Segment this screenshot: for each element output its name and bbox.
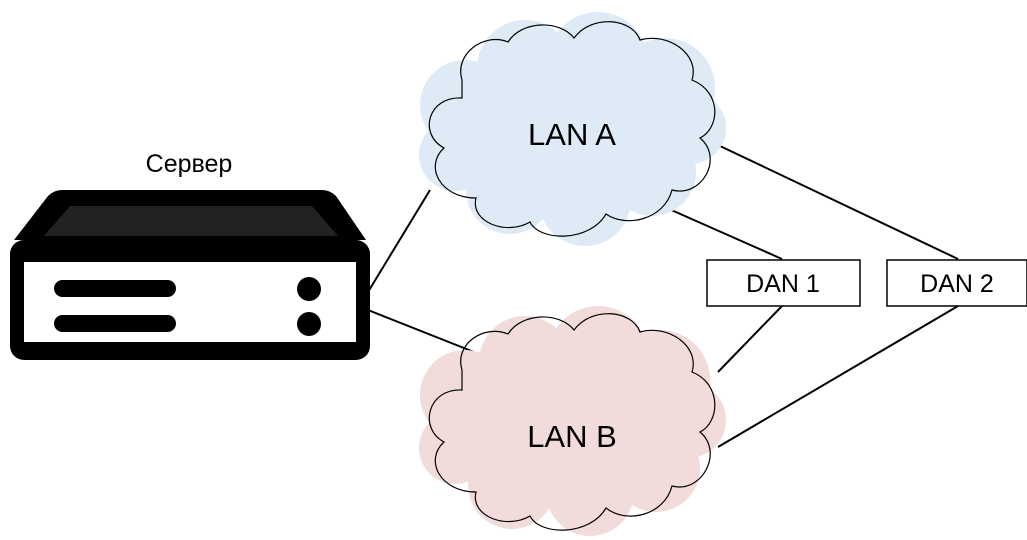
dan-2-node: DAN 2 <box>886 259 1027 307</box>
dan-2-label: DAN 2 <box>920 270 994 298</box>
lan-a-cloud: LAN A <box>419 12 726 246</box>
link-dan-2-lan-b <box>717 305 959 448</box>
server-drive-slot-1 <box>54 280 176 297</box>
lan-a-label: LAN A <box>528 117 616 152</box>
server-led-1 <box>297 277 321 301</box>
lan-b-cloud: LAN B <box>419 306 726 536</box>
link-server-lan-a <box>367 189 431 293</box>
link-lan-a-dan-1 <box>659 204 783 260</box>
link-lan-a-dan-2 <box>719 145 959 260</box>
link-dan-1-lan-b <box>717 305 783 373</box>
server-icon <box>10 190 370 360</box>
server-label: Сервер <box>146 150 233 178</box>
server-led-2 <box>297 312 321 336</box>
lan-b-label: LAN B <box>527 419 617 454</box>
lan-b-cloud-shape <box>419 306 726 536</box>
dan-1-label: DAN 1 <box>746 270 820 298</box>
dan-1-node: DAN 1 <box>706 259 861 307</box>
server-drive-slot-2 <box>54 315 176 332</box>
server: Сервер <box>10 150 370 360</box>
dan-1-box <box>706 259 861 307</box>
link-server-lan-b <box>367 309 475 353</box>
dan-2-box <box>886 259 1027 307</box>
lan-a-cloud-shape <box>419 12 726 246</box>
connection-lines <box>367 145 959 448</box>
